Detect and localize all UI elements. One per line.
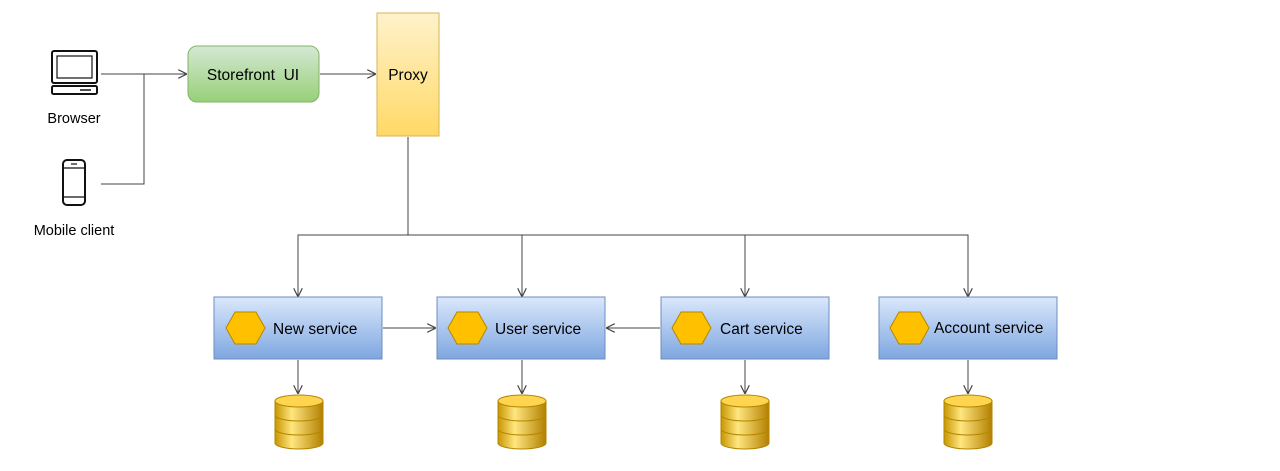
browser-label: Browser [47,111,100,127]
storefront-ui-label: Storefront UI [207,67,299,84]
service-account: Account service [878,296,1058,360]
service-label: Account service [934,320,1043,337]
connector-to-new-service [298,234,408,296]
connector-to-account-service [408,234,968,296]
monitor-icon [51,50,98,95]
database-icon [720,394,770,450]
database-icon [497,394,547,450]
service-label: User service [495,321,581,338]
service-cart: Cart service [660,296,830,360]
browser-client: Browser [47,50,101,127]
mobile-client-label: Mobile client [34,223,115,239]
mobile-client: Mobile client [34,159,115,239]
smartphone-icon [62,159,86,206]
service-label: New service [273,321,357,338]
storefront-ui-node: Storefront UI [187,45,320,103]
database-icon [274,394,324,450]
hexagon-icon [671,311,712,345]
connector-to-user-service [408,234,522,296]
proxy-label: Proxy [388,67,428,84]
proxy-node: Proxy [376,12,440,137]
hexagon-icon [889,311,930,345]
database-icon [943,394,993,450]
service-user: User service [436,296,606,360]
connector-mobile-storefront [101,74,145,185]
hexagon-icon [447,311,488,345]
service-new: New service [213,296,383,360]
connectors [101,74,968,393]
hexagon-icon [225,311,266,345]
connector-to-cart-service [408,234,745,296]
service-label: Cart service [720,321,803,338]
